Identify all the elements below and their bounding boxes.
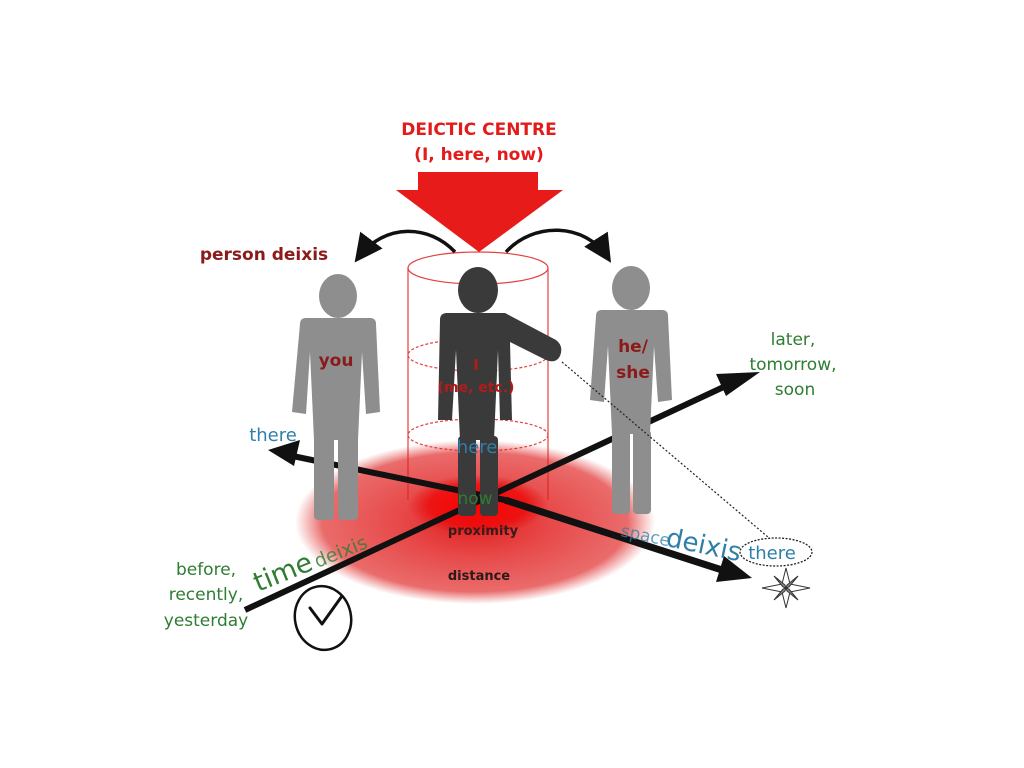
figure-i xyxy=(438,267,562,516)
figure-you xyxy=(292,274,380,520)
there-left-label: there xyxy=(249,425,297,446)
deictic-centre-title: DEICTIC CENTRE xyxy=(401,120,556,140)
compass-rose-icon xyxy=(761,567,811,609)
past-word-1: before, xyxy=(176,560,236,580)
future-word-1: later, xyxy=(771,330,816,350)
figure-he-she-label-1: he/ xyxy=(618,337,649,357)
future-word-2: tomorrow, xyxy=(749,355,836,375)
now-label: now xyxy=(457,489,492,509)
person-arrow-right xyxy=(504,228,612,263)
figure-i-label-1: I xyxy=(473,356,479,374)
clock-icon xyxy=(293,584,353,652)
figure-he-she-label-2: she xyxy=(616,363,650,383)
pointing-line xyxy=(561,361,776,544)
deictic-centre-arrow xyxy=(396,172,563,252)
proximity-label: proximity xyxy=(448,524,519,539)
future-word-3: soon xyxy=(775,380,815,400)
past-word-2: recently, xyxy=(169,585,244,605)
figure-you-label: you xyxy=(319,351,354,371)
there-right-label: there xyxy=(748,543,796,564)
distance-label: distance xyxy=(448,569,510,584)
person-arrow-left xyxy=(354,229,457,263)
person-deixis-label: person deixis xyxy=(200,245,328,265)
figure-he-she xyxy=(590,266,672,514)
past-word-3: yesterday xyxy=(164,611,248,631)
figure-i-label-2: (me, etc.) xyxy=(438,380,515,396)
here-label: here xyxy=(457,437,498,458)
there-right-ring xyxy=(739,537,813,567)
deictic-centre-subtitle: (I, here, now) xyxy=(414,145,544,165)
